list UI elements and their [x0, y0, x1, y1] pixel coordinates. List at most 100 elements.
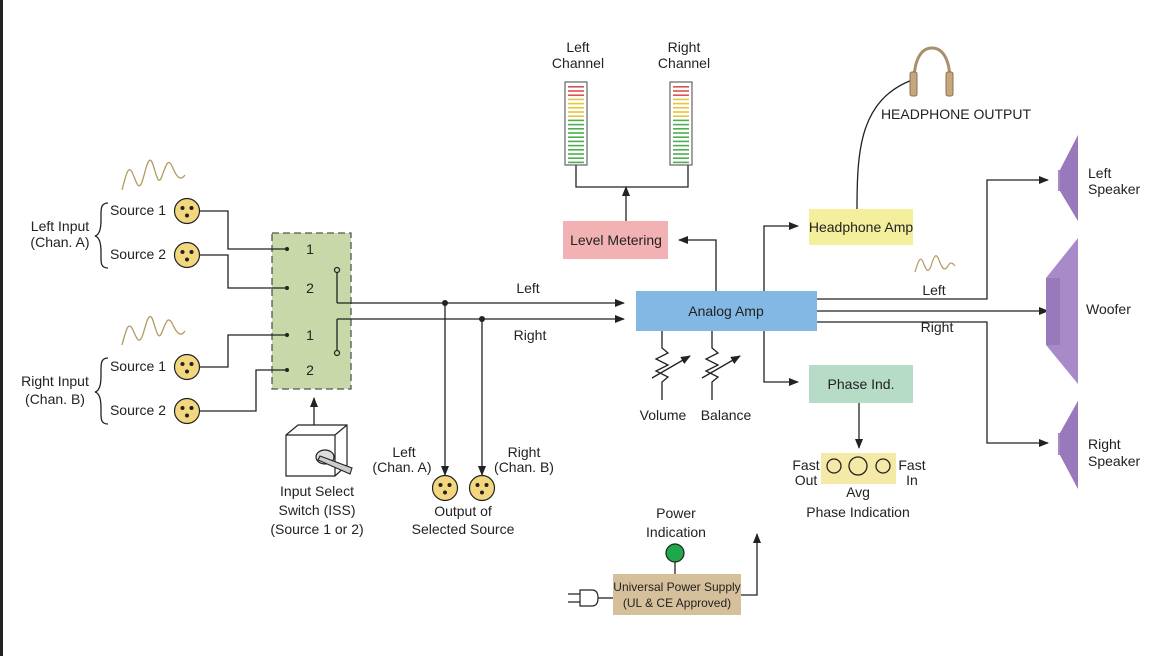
- meter-segment: [673, 149, 689, 151]
- meter-segment: [673, 86, 689, 88]
- volume-label: Volume: [640, 407, 687, 423]
- meter-segment: [673, 107, 689, 109]
- left-input-waveform: [121, 159, 186, 191]
- meter-segment: [673, 94, 689, 96]
- level-metering-box[interactable]: [563, 221, 668, 259]
- meter-segment: [673, 144, 689, 147]
- meter-segment: [568, 153, 584, 155]
- power-indication-label: Power: [656, 505, 696, 521]
- left-source1-label: Source 1: [110, 202, 166, 218]
- meter-segment: [568, 98, 584, 101]
- right-speaker-label: Right: [1088, 436, 1121, 452]
- left-input-label: Left Input: [31, 218, 89, 234]
- right-input-channel-label: (Chan. B): [25, 391, 85, 407]
- output-right-label: Right: [508, 444, 541, 460]
- meter-segment: [673, 161, 689, 164]
- meter-segment: [568, 136, 584, 138]
- switch-left-contact: [333, 266, 341, 274]
- phase-indication-label: Phase Indication: [806, 504, 910, 520]
- left-channel-meter-label: Left: [566, 39, 589, 55]
- meter-segment: [673, 115, 689, 117]
- iss-label-2: Switch (ISS): [278, 502, 355, 518]
- woofer-icon[interactable]: [1046, 238, 1078, 384]
- balance-pot-icon[interactable]: [701, 355, 741, 379]
- right-source1-connector[interactable]: [173, 353, 201, 381]
- switch-right-pos1: 1: [306, 327, 314, 343]
- analog-amp-box[interactable]: [636, 291, 817, 331]
- fast-out-label: Fast: [792, 457, 819, 473]
- output-right-signal-label: Right: [921, 319, 954, 335]
- right-speaker-icon[interactable]: [1058, 401, 1078, 489]
- output-waveform: [914, 255, 956, 273]
- iss-label-3: (Source 1 or 2): [270, 521, 363, 537]
- headphone-amp-label: Headphone Amp: [809, 219, 914, 235]
- meter-segment: [673, 140, 689, 143]
- output-selected-label-2: Selected Source: [412, 521, 515, 537]
- left-signal-label: Left: [516, 280, 539, 296]
- switch-left-pos1: 1: [306, 241, 314, 257]
- fast-out-label-2: Out: [795, 472, 818, 488]
- power-supply-label: Universal Power Supply: [613, 580, 740, 594]
- volume-pot-icon[interactable]: [651, 355, 691, 379]
- analog-amp-label: Analog Amp: [688, 303, 764, 319]
- headphone-amp-box[interactable]: [809, 209, 913, 245]
- meter-segment: [673, 102, 689, 105]
- left-channel-meter-label-2: Channel: [552, 55, 604, 71]
- fast-in-led-icon: [875, 458, 891, 474]
- right-channel-meter-label: Right: [668, 39, 701, 55]
- meter-segment: [568, 149, 584, 151]
- right-speaker-label-2: Speaker: [1088, 453, 1140, 469]
- meter-segment: [673, 98, 689, 101]
- meter-segment: [568, 128, 584, 130]
- power-indication-label-2: Indication: [646, 524, 706, 540]
- meter-segment: [568, 119, 584, 122]
- output-right-connector[interactable]: [468, 474, 496, 502]
- output-left-label: Left: [392, 444, 415, 460]
- right-source2-connector[interactable]: [173, 397, 201, 425]
- wire-right-source2: [200, 369, 285, 412]
- iss-label-1: Input Select: [280, 483, 354, 499]
- toggle-switch-icon[interactable]: [285, 424, 353, 477]
- meter-segment: [568, 115, 584, 117]
- left-source2-connector[interactable]: [173, 241, 201, 269]
- left-source1-connector[interactable]: [173, 197, 201, 225]
- power-plug-icon: [568, 589, 599, 607]
- meter-segment: [673, 90, 689, 92]
- meter-segment: [568, 102, 584, 105]
- power-supply-label-2: (UL & CE Approved): [623, 596, 731, 610]
- output-left-connector[interactable]: [431, 474, 459, 502]
- meter-segment: [568, 90, 584, 92]
- output-left-signal-label: Left: [922, 282, 945, 298]
- wire-left-source2: [200, 254, 285, 289]
- input-select-switch-box[interactable]: [271, 232, 352, 390]
- meter-segment: [568, 144, 584, 147]
- meter-segment: [673, 123, 689, 126]
- fast-in-label: Fast: [898, 457, 925, 473]
- meter-segment: [673, 119, 689, 122]
- wire-left-source1: [200, 210, 285, 250]
- balance-label: Balance: [701, 407, 752, 423]
- right-input-brace: [94, 357, 109, 425]
- left-input-brace: [94, 202, 109, 269]
- meter-segment: [673, 153, 689, 155]
- right-channel-meter-label-2: Channel: [658, 55, 710, 71]
- avg-label: Avg: [846, 484, 870, 500]
- fast-out-led-icon: [826, 458, 842, 474]
- right-channel-meter: [669, 81, 693, 166]
- level-metering-label: Level Metering: [570, 232, 662, 248]
- meter-segment: [568, 140, 584, 143]
- switch-right-pos2: 2: [306, 362, 314, 378]
- avg-led-icon: [848, 456, 868, 476]
- phase-leds-panel: [821, 453, 896, 484]
- meter-frame: [564, 81, 588, 166]
- meter-segment: [568, 86, 584, 88]
- phase-ind-box[interactable]: [809, 365, 913, 403]
- headphones-icon: [909, 46, 954, 97]
- power-supply-box[interactable]: [613, 574, 741, 615]
- meter-frame: [669, 81, 693, 166]
- left-speaker-icon[interactable]: [1058, 135, 1078, 221]
- left-source2-label: Source 2: [110, 246, 166, 262]
- output-left-channel: (Chan. A): [372, 459, 431, 475]
- right-input-label: Right Input: [21, 373, 89, 389]
